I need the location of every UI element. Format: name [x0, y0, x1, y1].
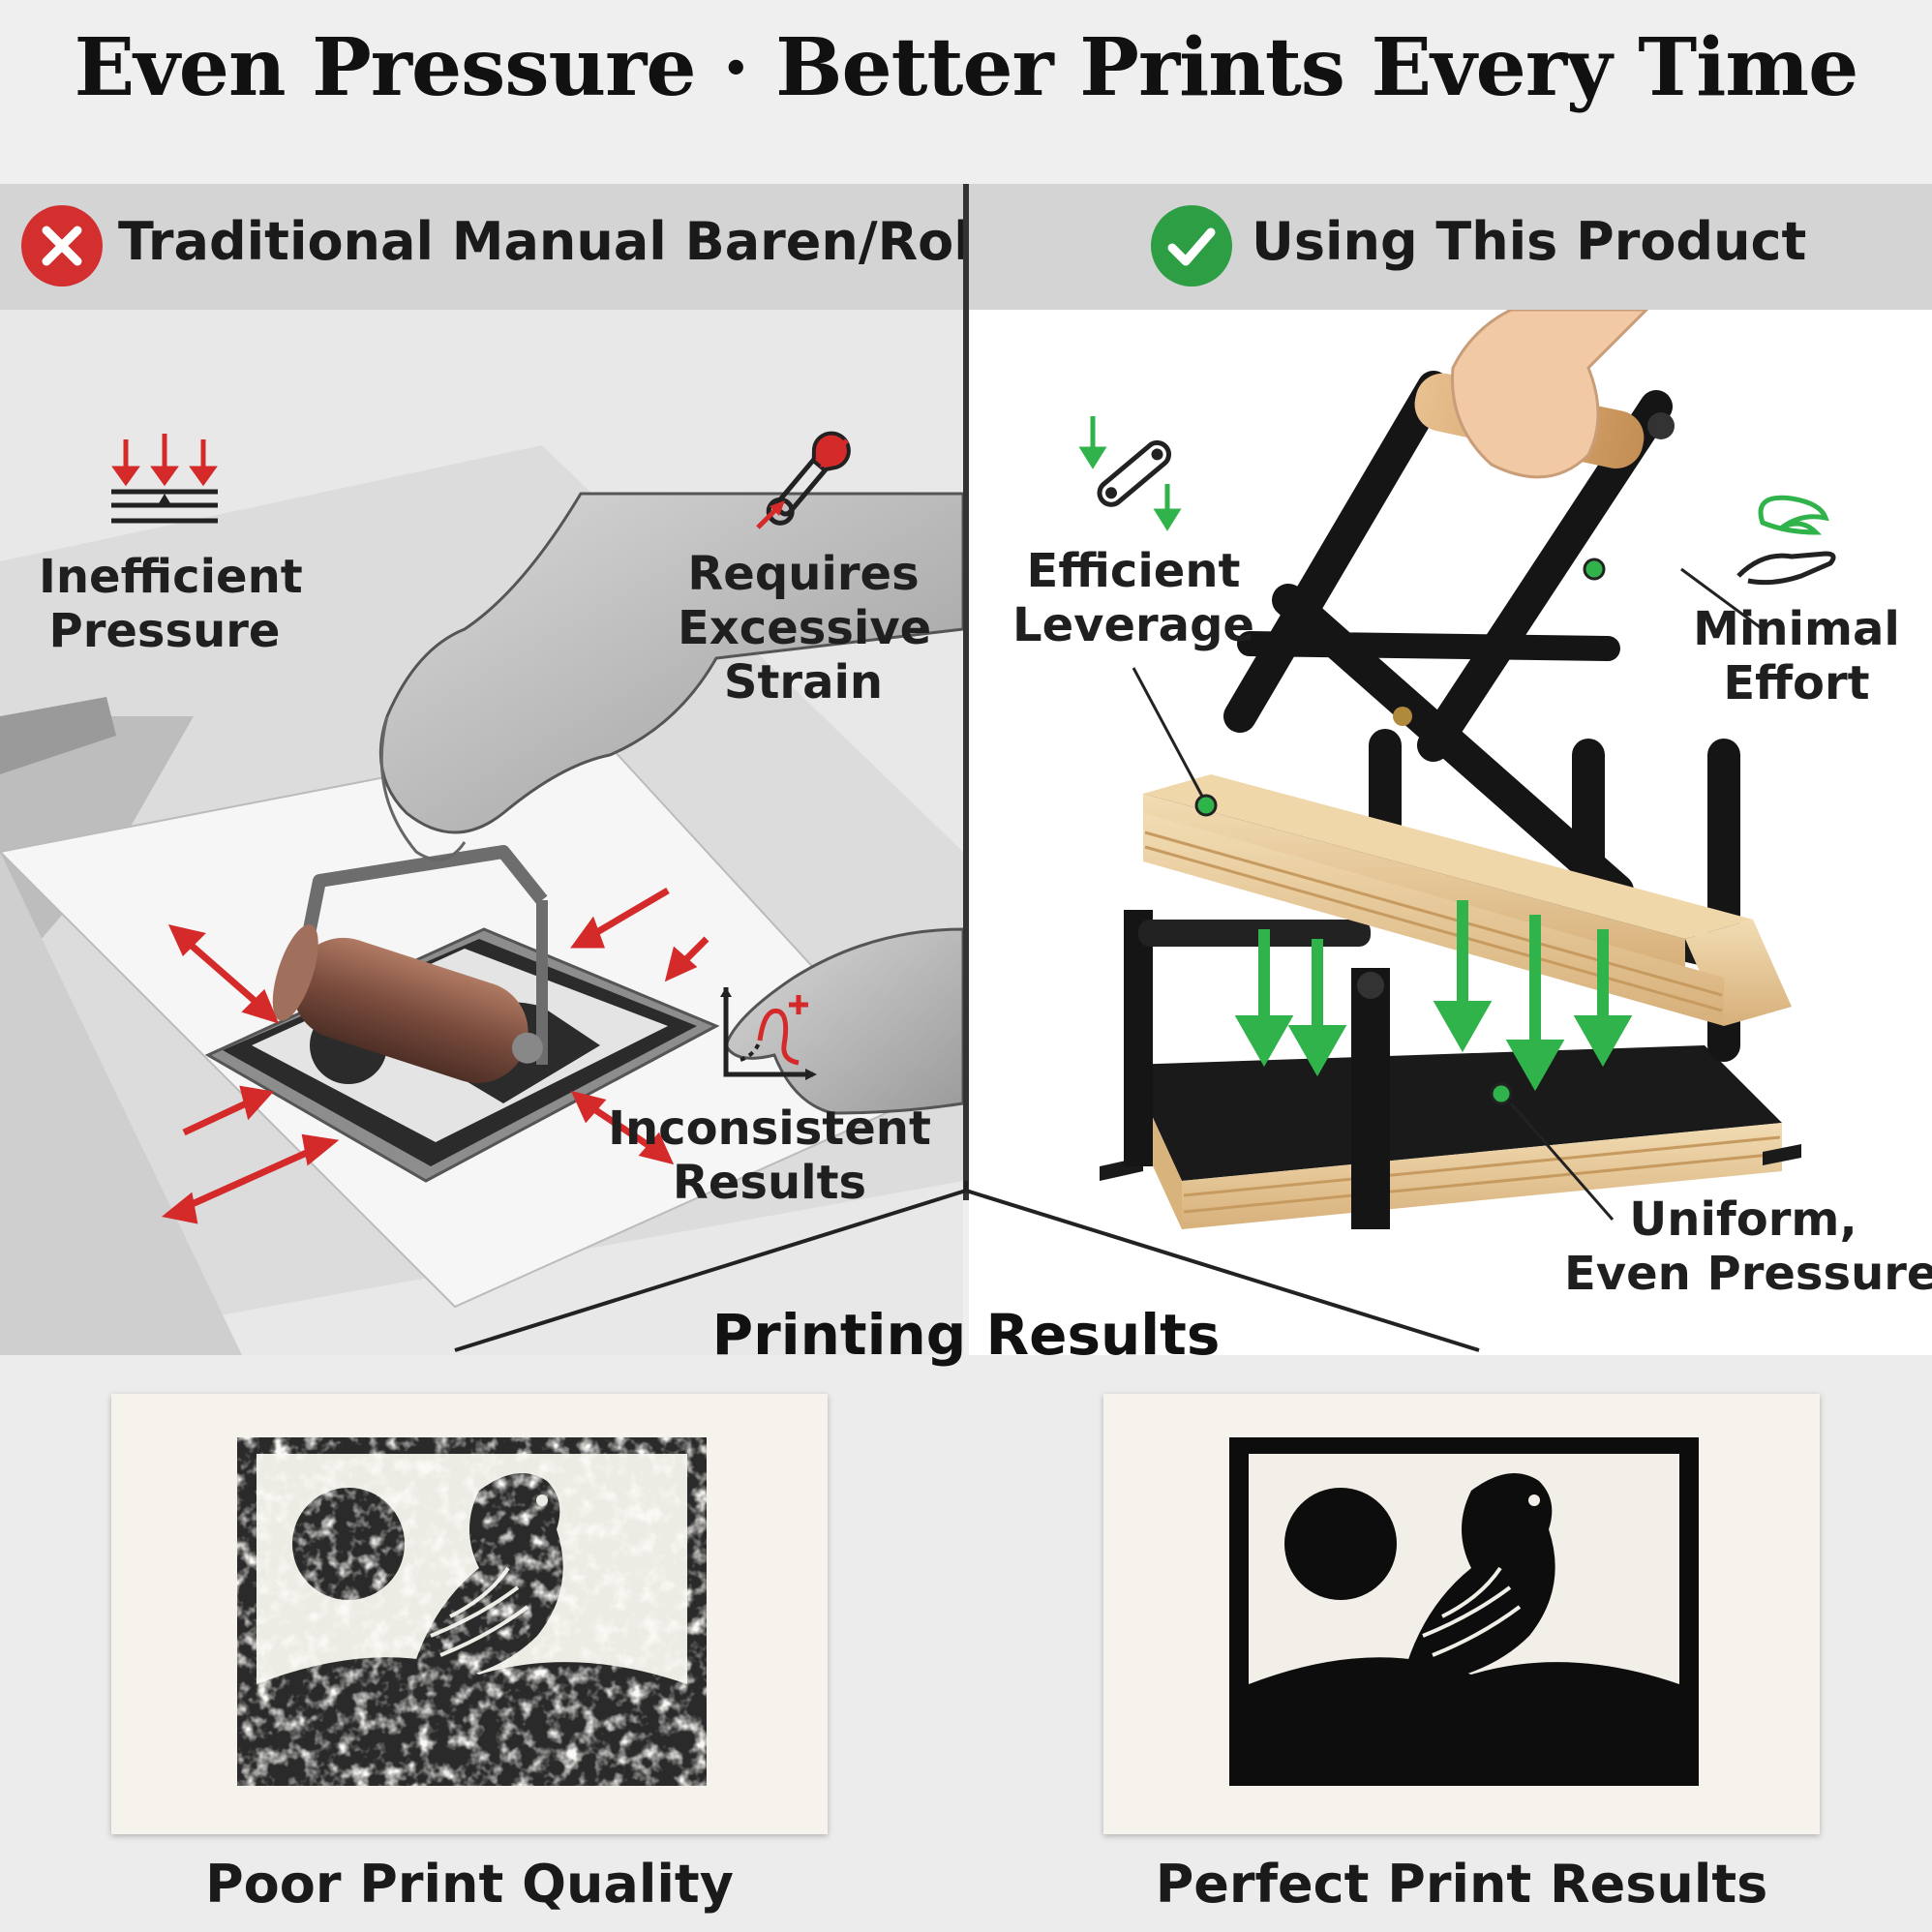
callout-line: Even Pressure: [1564, 1247, 1932, 1301]
roller-illustration: [0, 445, 963, 1355]
poor-print-image: [237, 1437, 707, 1786]
poor-print-card: [111, 1394, 828, 1834]
callout-line: Efficient: [1026, 544, 1241, 598]
perfect-print-caption: Perfect Print Results: [1155, 1854, 1768, 1915]
product-panel: Using This Product: [969, 184, 1932, 1355]
callout-line: Requires: [687, 547, 920, 601]
poor-print-caption: Poor Print Quality: [205, 1854, 734, 1915]
press-illustration: [1100, 310, 1801, 1229]
callout-line: Uniform,: [1629, 1192, 1857, 1247]
traditional-heading: Traditional Manual Baren/Roller: [118, 211, 1051, 272]
results-connector-lines: [454, 1181, 1480, 1352]
callout-line: Strain: [723, 655, 884, 709]
callout-line: Effort: [1723, 656, 1870, 710]
lever-icon: [1078, 416, 1182, 531]
check-circle-icon: [1151, 205, 1232, 287]
efficient-leverage-callout: Efficient Leverage: [998, 544, 1269, 652]
product-heading: Using This Product: [1252, 211, 1807, 272]
callout-line: Minimal: [1693, 602, 1900, 656]
results-title: Printing Results: [711, 1302, 1221, 1368]
excessive-strain-callout: Requires Excessive Strain: [678, 547, 932, 709]
page-title: Even Pressure · Better Prints Every Time: [74, 21, 1859, 114]
callout-line: Inconsistent: [608, 1102, 931, 1156]
pressure-arrows-icon: [111, 434, 218, 524]
callout-line: Leverage: [1012, 598, 1254, 652]
hand-feather-icon: [1736, 495, 1836, 586]
traditional-header-band: Traditional Manual Baren/Roller: [0, 184, 1051, 310]
graph-icon: [720, 987, 817, 1080]
minimal-effort-callout: Minimal Effort: [1680, 602, 1913, 710]
product-header-band: Using This Product: [969, 184, 1932, 310]
inefficient-pressure-callout: Inefficient Pressure: [39, 550, 303, 658]
callout-line: Results: [672, 1156, 867, 1210]
perfect-print-card: [1103, 1394, 1820, 1834]
x-circle-icon: [21, 205, 103, 287]
inconsistent-results-callout: Inconsistent Results: [605, 1102, 934, 1210]
uniform-pressure-callout: Uniform, Even Pressure: [1564, 1192, 1932, 1301]
traditional-panel: Traditional Manual Baren/Roller: [0, 184, 1051, 1355]
panel-divider: [963, 184, 969, 1200]
wrench-icon: [756, 431, 851, 529]
callout-line: Pressure: [48, 604, 281, 658]
callout-line: Excessive: [678, 601, 932, 655]
perfect-print-image: [1229, 1437, 1699, 1786]
callout-line: Inefficient: [39, 550, 303, 604]
